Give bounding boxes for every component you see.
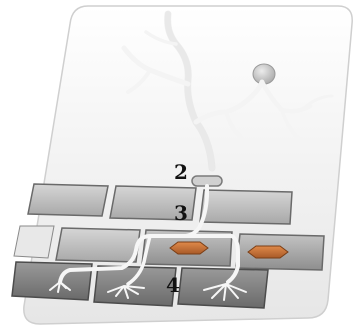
blood-vessel-icon [169, 241, 289, 259]
label-4: 4 [166, 273, 180, 297]
label-3: 3 [174, 201, 188, 225]
top-block-row [27, 183, 293, 225]
middle-block-row [13, 225, 325, 271]
neuron-cell-icon [121, 10, 334, 172]
label-2: 2 [174, 160, 188, 184]
capillary-roots-icon [49, 184, 247, 301]
